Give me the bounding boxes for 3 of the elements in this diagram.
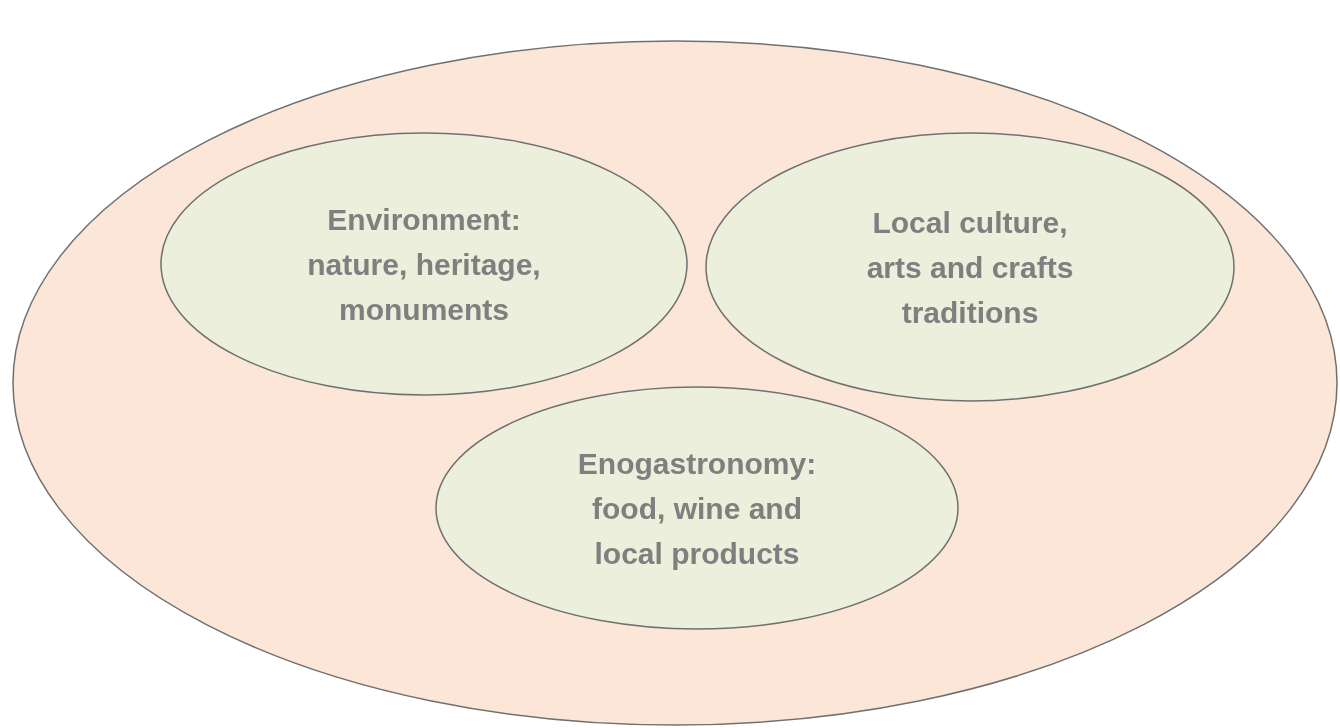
- node-label: Enogastronomy: food, wine and local products: [576, 445, 818, 572]
- node-label: Environment: nature, heritage, monuments: [306, 201, 542, 328]
- node-label: Local culture, arts and crafts traditions: [865, 204, 1075, 331]
